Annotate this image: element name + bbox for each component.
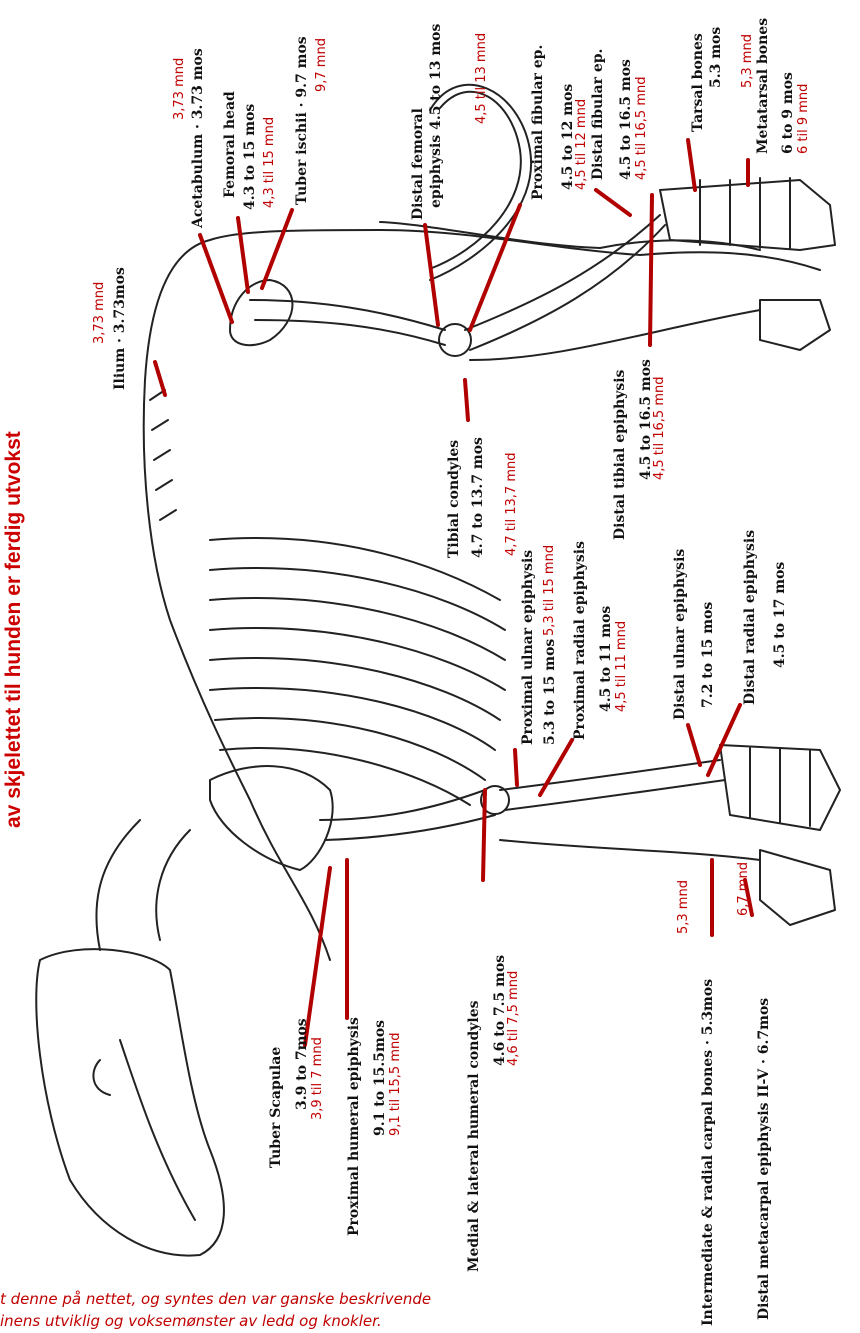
label-distal-tibial-no: 4,5 til 16,5 mnd [652, 377, 667, 481]
label-tarsal-no: 5,3 mnd [740, 34, 755, 88]
pointer-distal-fibular [596, 190, 630, 215]
ribcage [210, 538, 505, 805]
pointer-tibial-condyles [465, 380, 468, 420]
label-carpal-no: 5,3 mnd [676, 880, 691, 934]
label-distal-fibular-no: 4,5 til 16,5 mnd [634, 77, 649, 181]
label-distal-radial-range: 4.5 to 17 mos [772, 562, 788, 668]
label-tuber-scapulae: Tuber Scapulae [268, 1047, 284, 1168]
pointer-ilium [155, 362, 165, 395]
label-tarsal-range: 5.3 mos [708, 27, 724, 88]
label-tibial-condyles: Tibial condyles [446, 440, 462, 558]
pointer-proximal-radial [540, 740, 572, 795]
label-distal-fibular-range: 4.5 to 16.5 mos [618, 59, 634, 180]
pointer-distal-ulnar [688, 725, 700, 765]
label-distal-femoral-no: 4,5 til 13 mnd [474, 33, 489, 124]
label-femoral-head-range: 4.3 to 15 mos [242, 104, 258, 210]
pointer-proximal-ulnar [515, 750, 517, 785]
label-tibial-condyles-no: 4,7 til 13,7 mnd [504, 453, 519, 557]
label-proximal-ulnar-no: 5,3 til 15 mnd [542, 545, 557, 636]
label-proximal-radial-no: 4,5 til 11 mnd [614, 621, 629, 712]
label-femoral-head-no: 4,3 til 15 mnd [262, 117, 277, 208]
label-proximal-humeral: Proximal humeral epiphysis [346, 1017, 362, 1236]
label-proximal-fibular-no: 4,5 til 12 mnd [574, 99, 589, 190]
pointer-tuber-ischii [262, 210, 292, 288]
label-proximal-humeral-no: 9,1 til 15,5 mnd [388, 1033, 403, 1137]
label-proximal-ulnar-range: 5.3 to 15 mos [542, 639, 558, 745]
caption-line-2: inens utviklig og voksemønster av ledd o… [0, 1312, 382, 1330]
label-tuber-scapulae-no: 3,9 til 7 mnd [310, 1037, 325, 1120]
label-humeral-condyles-no: 4,6 til 7,5 mnd [506, 971, 521, 1066]
pointer-humeral-condyles [483, 790, 485, 880]
label-distal-tibial: Distal tibial epiphysis [612, 370, 628, 540]
pointer-distal-radial [708, 705, 740, 775]
caption-line-1: t denne på nettet, og syntes den var gan… [0, 1290, 431, 1308]
label-acetabulum-no: 3,73 mnd [172, 58, 187, 120]
label-tuber-scapulae-range: 3.9 to 7mos [294, 1018, 310, 1110]
label-proximal-ulnar: Proximal ulnar epiphysis [520, 550, 536, 745]
label-distal-ulnar-range: 7.2 to 15 mos [700, 602, 716, 708]
skull [36, 949, 224, 1255]
label-femoral-head: Femoral head [222, 91, 238, 198]
label-metatarsal: Metatarsal bones [755, 18, 771, 154]
label-metatarsal-range: 6 to 9 mos [780, 72, 796, 154]
pointer-acetabulum [200, 235, 232, 322]
label-tibial-condyles-range: 4.7 to 13.7 mos [470, 437, 486, 558]
pointer-femoral-head [238, 218, 248, 292]
page-title: av skjelettet til hunden er ferdig utvok… [2, 431, 26, 828]
label-distal-radial: Distal radial epiphysis [742, 530, 758, 705]
label-proximal-radial: Proximal radial epiphysis [572, 541, 588, 740]
pointer-distal-tibial [650, 195, 652, 345]
pointer-tarsal [688, 140, 695, 190]
label-distal-femoral-range: epiphysis 4.5 to 13 mos [428, 24, 444, 208]
label-distal-fibular: Distal fibular ep. [590, 49, 606, 180]
pointer-lines [155, 140, 752, 1045]
neck [156, 830, 190, 940]
scapula [210, 766, 333, 870]
label-proximal-humeral-range: 9.1 to 15.5mos [372, 1020, 388, 1136]
label-humeral-condyles: Medial & lateral humeral condyles [466, 1001, 482, 1272]
label-distal-femoral: Distal femoral [410, 108, 426, 220]
label-metacarpal-no: 6,7 mnd [736, 862, 751, 916]
label-distal-ulnar: Distal ulnar epiphysis [672, 549, 688, 720]
label-ilium: Ilium · 3.73mos [112, 267, 128, 390]
pointer-distal-femoral [425, 225, 438, 325]
label-acetabulum: Acetabulum · 3.73 mos [190, 48, 206, 228]
humerus [320, 790, 485, 820]
label-proximal-fibular: Proximal fibular ep. [530, 45, 546, 200]
label-ilium-no: 3,73 mnd [92, 282, 107, 344]
label-proximal-radial-range: 4.5 to 11 mos [598, 606, 614, 712]
label-metacarpal: Distal metacarpal epiphysis II-V · 6.7mo… [756, 998, 772, 1320]
label-tarsal: Tarsal bones [690, 33, 706, 132]
label-metatarsal-no: 6 til 9 mnd [796, 84, 811, 154]
label-tuber-ischii-no: 9,7 mnd [314, 38, 329, 92]
label-carpal: Intermediate & radial carpal bones · 5.3… [700, 979, 716, 1326]
label-tuber-ischii: Tuber ischii · 9.7 mos [294, 36, 310, 205]
